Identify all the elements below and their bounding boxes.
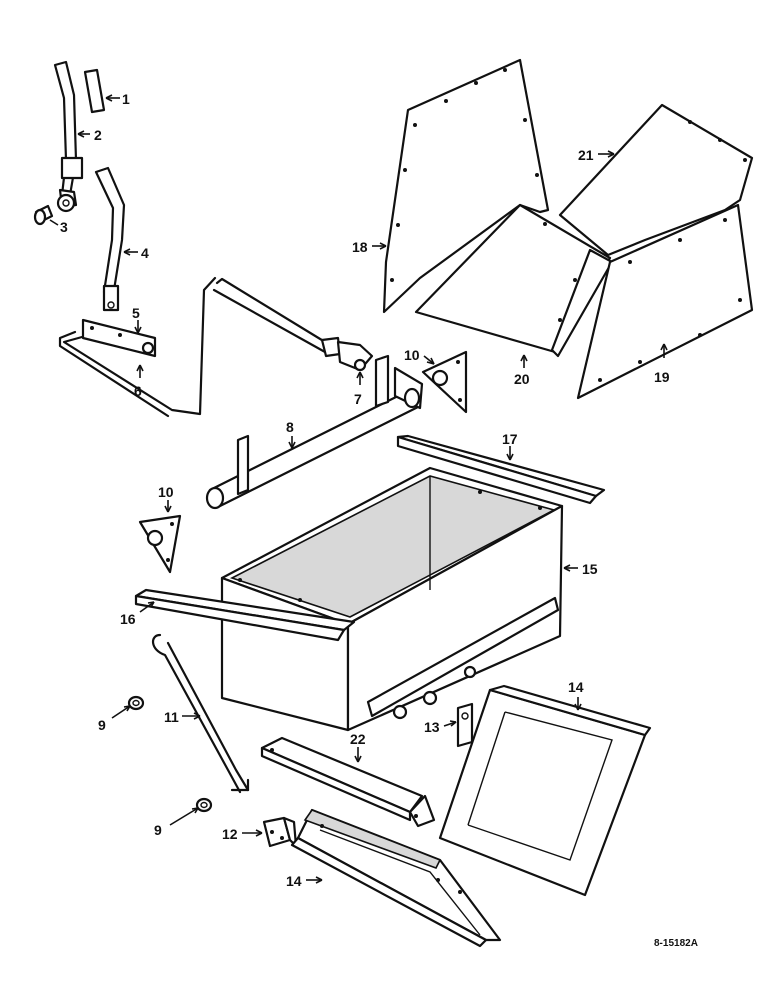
- part-12-small-bracket: [262, 816, 298, 848]
- callout-19: 19: [654, 343, 670, 385]
- part-16-angle-strip: [134, 588, 356, 642]
- callout-9-upper-label: 9: [98, 717, 106, 733]
- callout-2: 2: [77, 127, 102, 143]
- part-7-rod-clevis: [212, 277, 374, 372]
- callout-7-label: 7: [354, 391, 362, 407]
- callout-13-label: 13: [424, 719, 440, 735]
- callout-15-label: 15: [582, 561, 598, 577]
- part-15-hopper-box: [220, 466, 564, 732]
- callout-6-label: 6: [134, 383, 142, 399]
- part-9-nut-lower: [195, 797, 213, 813]
- callout-22: 22: [350, 731, 366, 763]
- figure-code: 8-15182A: [654, 938, 698, 949]
- callout-20: 20: [514, 354, 530, 387]
- part-8-shaft: [205, 354, 424, 510]
- callout-9-lower-label: 9: [154, 822, 162, 838]
- callout-9-upper: 9: [98, 705, 131, 733]
- callout-11: 11: [164, 709, 201, 725]
- callout-18-label: 18: [352, 239, 368, 255]
- callout-20-label: 20: [514, 371, 530, 387]
- part-4-link-lever: [94, 166, 126, 312]
- callout-5-label: 5: [132, 305, 140, 321]
- callout-18: 18: [352, 239, 387, 255]
- part-20-chute-panel: [414, 203, 614, 358]
- callout-11-label: 11: [164, 709, 179, 725]
- part-9-nut-upper: [127, 695, 145, 711]
- callout-14-lower-label: 14: [286, 873, 302, 889]
- part-5-pivot-plate: [81, 318, 157, 358]
- part-10-bracket-upper: [421, 350, 468, 414]
- callout-10-lower-label: 10: [158, 484, 174, 500]
- callout-16: 16: [120, 601, 155, 627]
- part-6-bent-rod: [58, 276, 217, 418]
- callout-19-label: 19: [654, 369, 670, 385]
- part-14-chute-lower: [290, 808, 502, 948]
- callout-14-upper-label: 14: [568, 679, 584, 695]
- callout-10-upper-label: 10: [404, 347, 420, 363]
- callout-12-label: 12: [222, 826, 238, 842]
- part-21-side-panel: [558, 103, 754, 257]
- callout-21-label: 21: [578, 147, 594, 163]
- part-10-bracket-lower: [138, 514, 182, 574]
- callout-10-lower: 10: [158, 484, 174, 513]
- part-22-baffle: [260, 736, 436, 828]
- callout-8-label: 8: [286, 419, 294, 435]
- callout-1: 1: [105, 91, 130, 107]
- part-13-hinge-bracket: [456, 702, 474, 748]
- part-1-clip: [83, 68, 106, 114]
- part-19-front-panel: [576, 203, 754, 400]
- callout-4: 4: [123, 245, 149, 261]
- part-14-chute-upper: [438, 684, 652, 897]
- part-17-angle-strip: [396, 434, 606, 505]
- callout-21: 21: [578, 147, 615, 163]
- callout-16-label: 16: [120, 611, 136, 627]
- callout-4-label: 4: [141, 245, 149, 261]
- callout-3: 3: [49, 219, 68, 235]
- callout-2-label: 2: [94, 127, 102, 143]
- callout-22-label: 22: [350, 731, 366, 747]
- callout-12: 12: [222, 826, 263, 842]
- callout-1-label: 1: [122, 91, 130, 107]
- part-2-lever: [53, 60, 84, 213]
- callout-5: 5: [132, 305, 142, 334]
- part-11-hook-rod: [152, 633, 250, 794]
- callout-10-upper: 10: [404, 347, 435, 365]
- callout-14-lower: 14: [286, 873, 323, 889]
- callout-15: 15: [563, 561, 598, 577]
- callout-13: 13: [424, 719, 457, 735]
- part-3-bushing: [33, 204, 54, 226]
- callout-17-label: 17: [502, 431, 518, 447]
- callout-3-label: 3: [60, 219, 68, 235]
- callout-8: 8: [286, 419, 296, 449]
- callout-17: 17: [502, 431, 518, 461]
- callout-14-upper: 14: [568, 679, 584, 711]
- callout-7: 7: [354, 371, 364, 407]
- callout-6: 6: [134, 364, 144, 399]
- callout-9-lower: 9: [154, 807, 199, 838]
